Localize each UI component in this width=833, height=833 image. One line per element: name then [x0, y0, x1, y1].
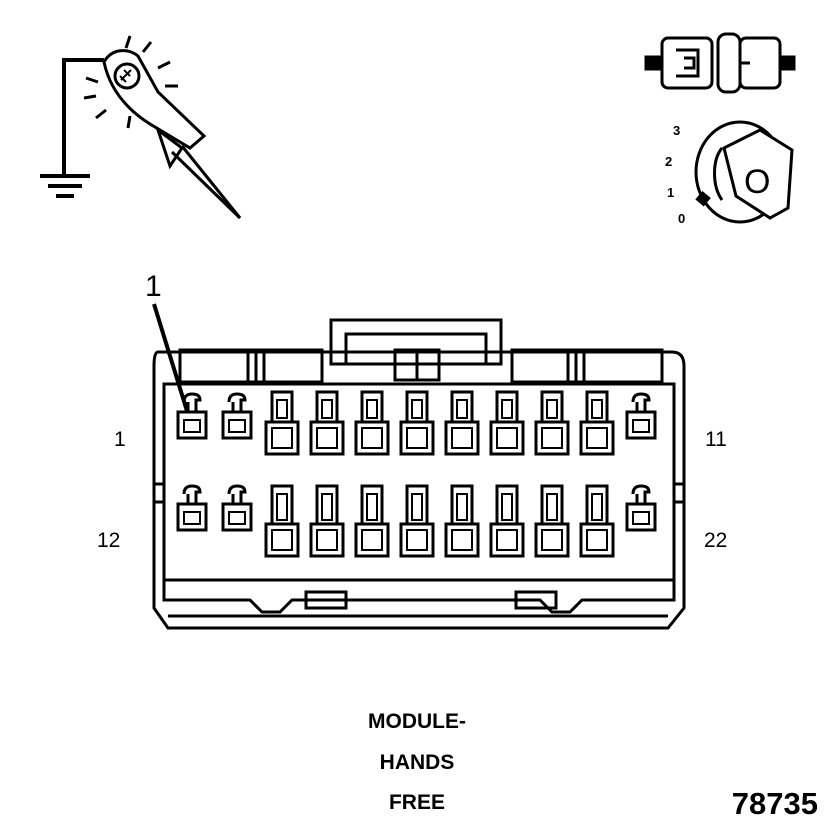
key-position-3: 3: [673, 123, 680, 138]
terminal-14: [264, 484, 300, 558]
key-letter: O: [744, 163, 770, 201]
terminal-10: [579, 390, 615, 456]
key-position-1: 1: [667, 185, 674, 200]
pin-label-12: 12: [97, 529, 120, 552]
terminal-6: [399, 390, 435, 456]
terminal-9: [534, 390, 570, 456]
terminal-11: [625, 392, 657, 440]
caption-line-1: MODULE-: [368, 710, 466, 733]
terminal-17: [399, 484, 435, 558]
ignition-key-icon: 3 2 1 0 O: [665, 120, 794, 226]
disconnected-connector-icon: [644, 32, 796, 94]
terminal-20: [534, 484, 570, 558]
caption-line-2: HANDS: [380, 751, 455, 774]
terminal-18: [444, 484, 480, 558]
terminal-21: [579, 484, 615, 558]
terminal-5: [354, 390, 390, 456]
terminal-8: [489, 390, 525, 456]
ground-probe-icon: [40, 35, 242, 220]
pin-label-1: 1: [114, 428, 126, 451]
terminal-16: [354, 484, 390, 558]
terminal-3: [264, 390, 300, 456]
pin-label-22: 22: [704, 529, 727, 552]
caption-line-3: FREE: [389, 791, 445, 814]
terminal-cavities: [176, 390, 657, 558]
terminal-2: [221, 392, 253, 440]
key-position-2: 2: [665, 154, 672, 169]
terminal-4: [309, 390, 345, 456]
figure-number: 78735: [732, 786, 818, 821]
terminal-12: [176, 484, 208, 532]
terminal-1: [176, 392, 208, 440]
terminal-13: [221, 484, 253, 532]
pin-label-11: 11: [705, 428, 727, 451]
terminal-19: [489, 484, 525, 558]
connector-body: [152, 318, 686, 630]
callout-number: 1: [145, 270, 162, 303]
terminal-15: [309, 484, 345, 558]
terminal-22: [625, 484, 657, 532]
key-position-0: 0: [678, 211, 685, 226]
terminal-7: [444, 390, 480, 456]
